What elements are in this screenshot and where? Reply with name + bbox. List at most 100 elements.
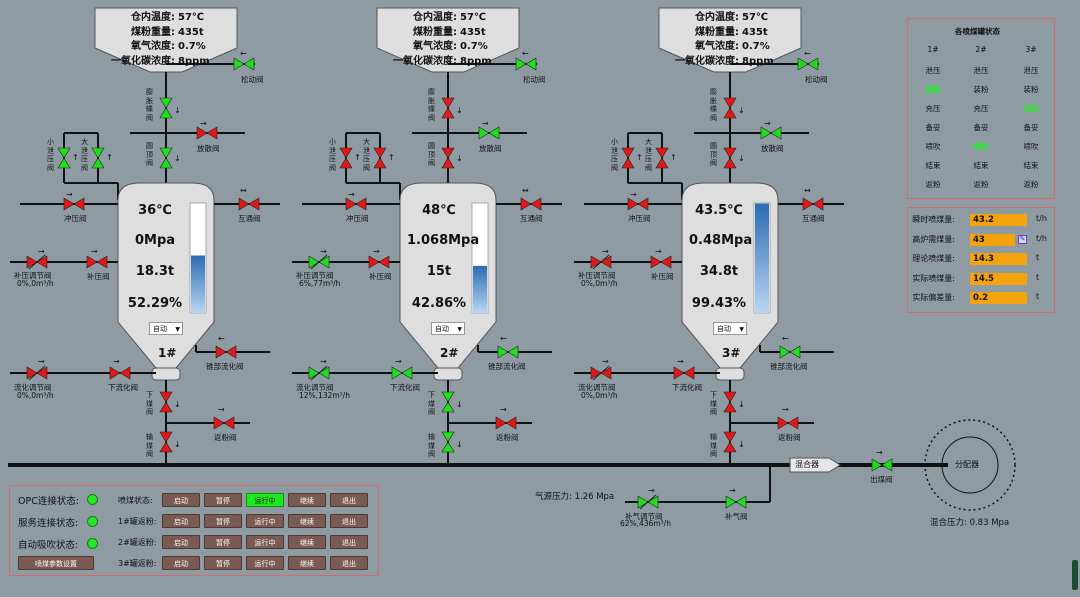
tank-1-hopper [94, 7, 238, 73]
hopper-info-value: 0.7% [460, 41, 488, 52]
tank-3-loose-valve[interactable] [797, 57, 819, 71]
status-cell: 泄压 [1023, 66, 1039, 75]
tank-2-flush-valve[interactable] [345, 197, 367, 211]
pause-button[interactable]: 暂停 [204, 556, 242, 570]
tank-1-lower-coal-valve[interactable] [159, 391, 173, 413]
status-cell: 备妥 [973, 123, 989, 132]
tank-3-boost-adjust-valve[interactable] [590, 254, 612, 270]
tank-2-small-press-valve[interactable] [339, 147, 353, 169]
tank-3-cone-fluid-valve[interactable] [779, 345, 801, 359]
pause-button[interactable]: 暂停 [204, 535, 242, 549]
pause-button[interactable]: 暂停 [204, 514, 242, 528]
tank-3-interconnect-valve[interactable] [802, 197, 824, 211]
tank-1-small-press-valve[interactable] [57, 147, 71, 169]
tank-2-expand-valve[interactable] [441, 97, 455, 119]
tank-1-return-valve[interactable] [213, 416, 235, 430]
tank-3-small-press-valve[interactable] [621, 147, 635, 169]
hopper-info-row: 氧气浓度:0.7% [108, 40, 233, 55]
tank-3-coal-transfer-valve[interactable] [723, 431, 737, 453]
tank-3-return-valve[interactable] [777, 416, 799, 430]
continue-button[interactable]: 继续 [288, 556, 326, 570]
tank-2-coal-transfer-valve[interactable] [441, 431, 455, 453]
tank-1-round-top-valve[interactable] [159, 147, 173, 169]
tank-3-round-top-valve[interactable] [723, 147, 737, 169]
control-group-label: 3#罐返粉: [118, 559, 157, 568]
tank-1-big-press-valve[interactable] [91, 147, 105, 169]
running-button[interactable]: 运行中 [246, 514, 284, 528]
settings-button[interactable]: 喷煤参数设置 [18, 556, 94, 570]
tank-3-fluid-adjust-valve[interactable] [590, 365, 612, 381]
tank-3-outlet [715, 367, 745, 381]
tank-3-flush-valve[interactable] [627, 197, 649, 211]
tank-3-mode-select[interactable]: 自动▼ [713, 322, 747, 335]
exit-button[interactable]: 退出 [330, 493, 368, 507]
tank-1-interconnect-valve[interactable] [238, 197, 260, 211]
edit-icon[interactable]: ✎ [1018, 235, 1027, 244]
tank-2-big-press-valve[interactable] [373, 147, 387, 169]
tank-1-mode-select[interactable]: 自动▼ [149, 322, 183, 335]
tank-2-loose-valve[interactable] [515, 57, 537, 71]
tank-2-fluid-adjust-valve[interactable] [308, 365, 330, 381]
tank-1-release-valve[interactable] [196, 126, 218, 140]
tank-2-return-valve[interactable] [495, 416, 517, 430]
tank-1-boost-adjust-valve[interactable] [26, 254, 48, 270]
running-button[interactable]: 运行中 [246, 493, 284, 507]
hopper-info-label: 仓内温度: [695, 12, 739, 23]
hopper-info-label: 煤粉重量: [131, 26, 175, 38]
start-button[interactable]: 启动 [162, 493, 200, 507]
status-panel-title: 各喷煤罐状态 [955, 27, 1000, 36]
continue-button[interactable]: 继续 [288, 535, 326, 549]
tank-2-boost-adjust-valve[interactable] [308, 254, 330, 270]
continue-button[interactable]: 继续 [288, 493, 326, 507]
control-group-label: 1#罐返粉: [118, 517, 157, 526]
tank-2-outlet [433, 367, 463, 381]
tank-2-interconnect-valve[interactable] [520, 197, 542, 211]
tank-2-mode-select[interactable]: 自动▼ [431, 322, 465, 335]
tank-2-boost-valve[interactable] [368, 255, 390, 269]
out-coal-valve[interactable] [871, 458, 893, 472]
tank-1-cone-fluid-valve[interactable] [215, 345, 237, 359]
tank-2-release-valve[interactable] [478, 126, 500, 140]
start-button[interactable]: 启动 [162, 556, 200, 570]
tank-1-boost-valve[interactable] [86, 255, 108, 269]
tank-2-lower-fluid-valve[interactable] [391, 366, 413, 380]
hopper-info-value: 57℃ [460, 12, 487, 23]
tank-1-fluid-adjust-label: 流化调节阀 [14, 383, 52, 392]
tank-3-big-press-valve[interactable] [655, 147, 669, 169]
scrollbar-handle[interactable] [1072, 560, 1078, 590]
connection-status-led [87, 538, 98, 549]
start-button[interactable]: 启动 [162, 514, 200, 528]
tank-1-return-label: 返粉阀 [214, 433, 237, 442]
tank-2-cone-arrow: ← [500, 334, 507, 343]
chevron-down-icon: ▼ [457, 326, 462, 333]
running-button[interactable]: 运行中 [246, 535, 284, 549]
tank-1-lower-fluid-valve[interactable] [109, 366, 131, 380]
pause-button[interactable]: 暂停 [204, 493, 242, 507]
tank-3-boost-valve[interactable] [650, 255, 672, 269]
running-button[interactable]: 运行中 [246, 556, 284, 570]
exit-button[interactable]: 退出 [330, 514, 368, 528]
mixer-label: 混合器 [795, 460, 819, 469]
tank-3-lower-coal-valve[interactable] [723, 391, 737, 413]
tank-1-loose-valve[interactable] [233, 57, 255, 71]
boost-gas-adjust-valve[interactable] [637, 494, 659, 510]
boost-gas-valve[interactable] [725, 495, 747, 509]
connection-status-label: 服务连接状态: [18, 518, 79, 529]
tank-3-release-valve[interactable] [760, 126, 782, 140]
tank-1-flush-valve[interactable] [63, 197, 85, 211]
tank-2-lower-coal-valve[interactable] [441, 391, 455, 413]
exit-button[interactable]: 退出 [330, 556, 368, 570]
exit-button[interactable]: 退出 [330, 535, 368, 549]
tank-1-coal-transfer-valve[interactable] [159, 431, 173, 453]
tank-3-expand-valve[interactable] [723, 97, 737, 119]
tank-1-expand-valve[interactable] [159, 97, 173, 119]
tank-3-release-arrow: → [764, 119, 771, 128]
tank-2-boost-adjust-value: 6%,77m³/h [299, 279, 341, 288]
continue-button[interactable]: 继续 [288, 514, 326, 528]
tank-1-fluid-adjust-valve[interactable] [26, 365, 48, 381]
start-button[interactable]: 启动 [162, 535, 200, 549]
tank-3-lower-fluid-valve[interactable] [673, 366, 695, 380]
tank-2-cone-fluid-valve[interactable] [497, 345, 519, 359]
tank-2-round-top-valve[interactable] [441, 147, 455, 169]
tank-1-weight: 18.3t [135, 264, 175, 279]
